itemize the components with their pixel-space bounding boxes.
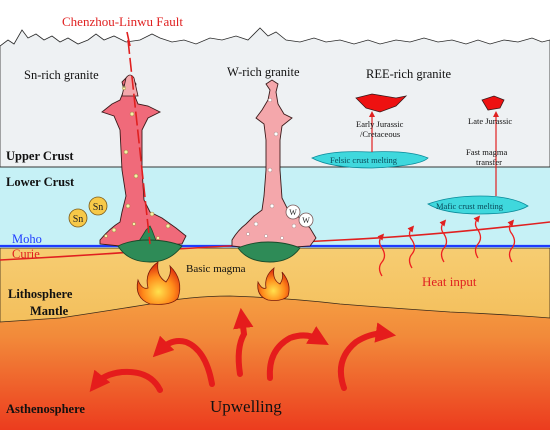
sn-granite-apex xyxy=(121,74,139,97)
upwelling-arrows xyxy=(89,307,397,393)
late-jurassic-label: Late Jurassic xyxy=(468,116,512,126)
w-marker-label: W xyxy=(302,216,310,225)
ree-granite-label: REE-rich granite xyxy=(366,67,451,81)
ree-early-pluton xyxy=(355,93,408,113)
w-granite-dots xyxy=(246,97,297,240)
fault-label: Chenzhou-Linwu Fault xyxy=(62,14,183,29)
sn-granite-label: Sn-rich granite xyxy=(24,68,99,82)
sn-marker-label: Sn xyxy=(93,202,104,213)
felsic-melting-zone xyxy=(311,151,429,169)
mafic-melting-zone xyxy=(427,195,529,215)
w-basic-magma-pool xyxy=(237,241,301,263)
lithosphere-label-line2: Mantle xyxy=(30,304,69,318)
curie-label: Curie xyxy=(12,247,40,261)
w-marker: W xyxy=(298,212,314,228)
lithosphere-label-line1: Lithosphere xyxy=(8,287,73,301)
mafic-melting-label: Mafic crust melting xyxy=(436,201,504,211)
early-jurassic-label-line1: Early Jurassic xyxy=(356,119,404,129)
upper-crust-label: Upper Crust xyxy=(6,149,74,163)
fast-transfer-label-line1: Fast magma xyxy=(466,147,508,157)
flame-icon xyxy=(136,261,181,305)
lower-crust-label: Lower Crust xyxy=(6,175,75,189)
ree-late-pluton xyxy=(481,95,505,111)
sn-marker: Sn xyxy=(88,196,108,216)
flame-icon xyxy=(257,267,290,301)
sn-marker: Sn xyxy=(68,208,88,228)
w-granite-label: W-rich granite xyxy=(227,65,300,79)
fault-cap xyxy=(126,31,131,47)
heat-input-label: Heat input xyxy=(422,274,477,289)
asthenosphere-label: Asthenosphere xyxy=(6,402,85,416)
w-marker: W xyxy=(285,204,301,220)
felsic-melting-label: Felsic crust melting xyxy=(330,155,398,165)
sn-basic-magma-pool xyxy=(117,239,183,263)
early-jurassic-label-line2: /Cretaceous xyxy=(360,129,400,139)
chenzhou-linwu-fault-line xyxy=(127,39,151,245)
fast-transfer-label-line2: transfer xyxy=(476,157,502,167)
w-marker-label: W xyxy=(289,208,297,217)
heat-input-arrows xyxy=(377,215,516,277)
sn-granite-body xyxy=(99,77,187,247)
moho-label: Moho xyxy=(12,232,42,246)
sn-marker-label: Sn xyxy=(73,214,84,225)
basic-magma-label: Basic magma xyxy=(186,263,246,275)
upwelling-label: Upwelling xyxy=(210,397,282,416)
